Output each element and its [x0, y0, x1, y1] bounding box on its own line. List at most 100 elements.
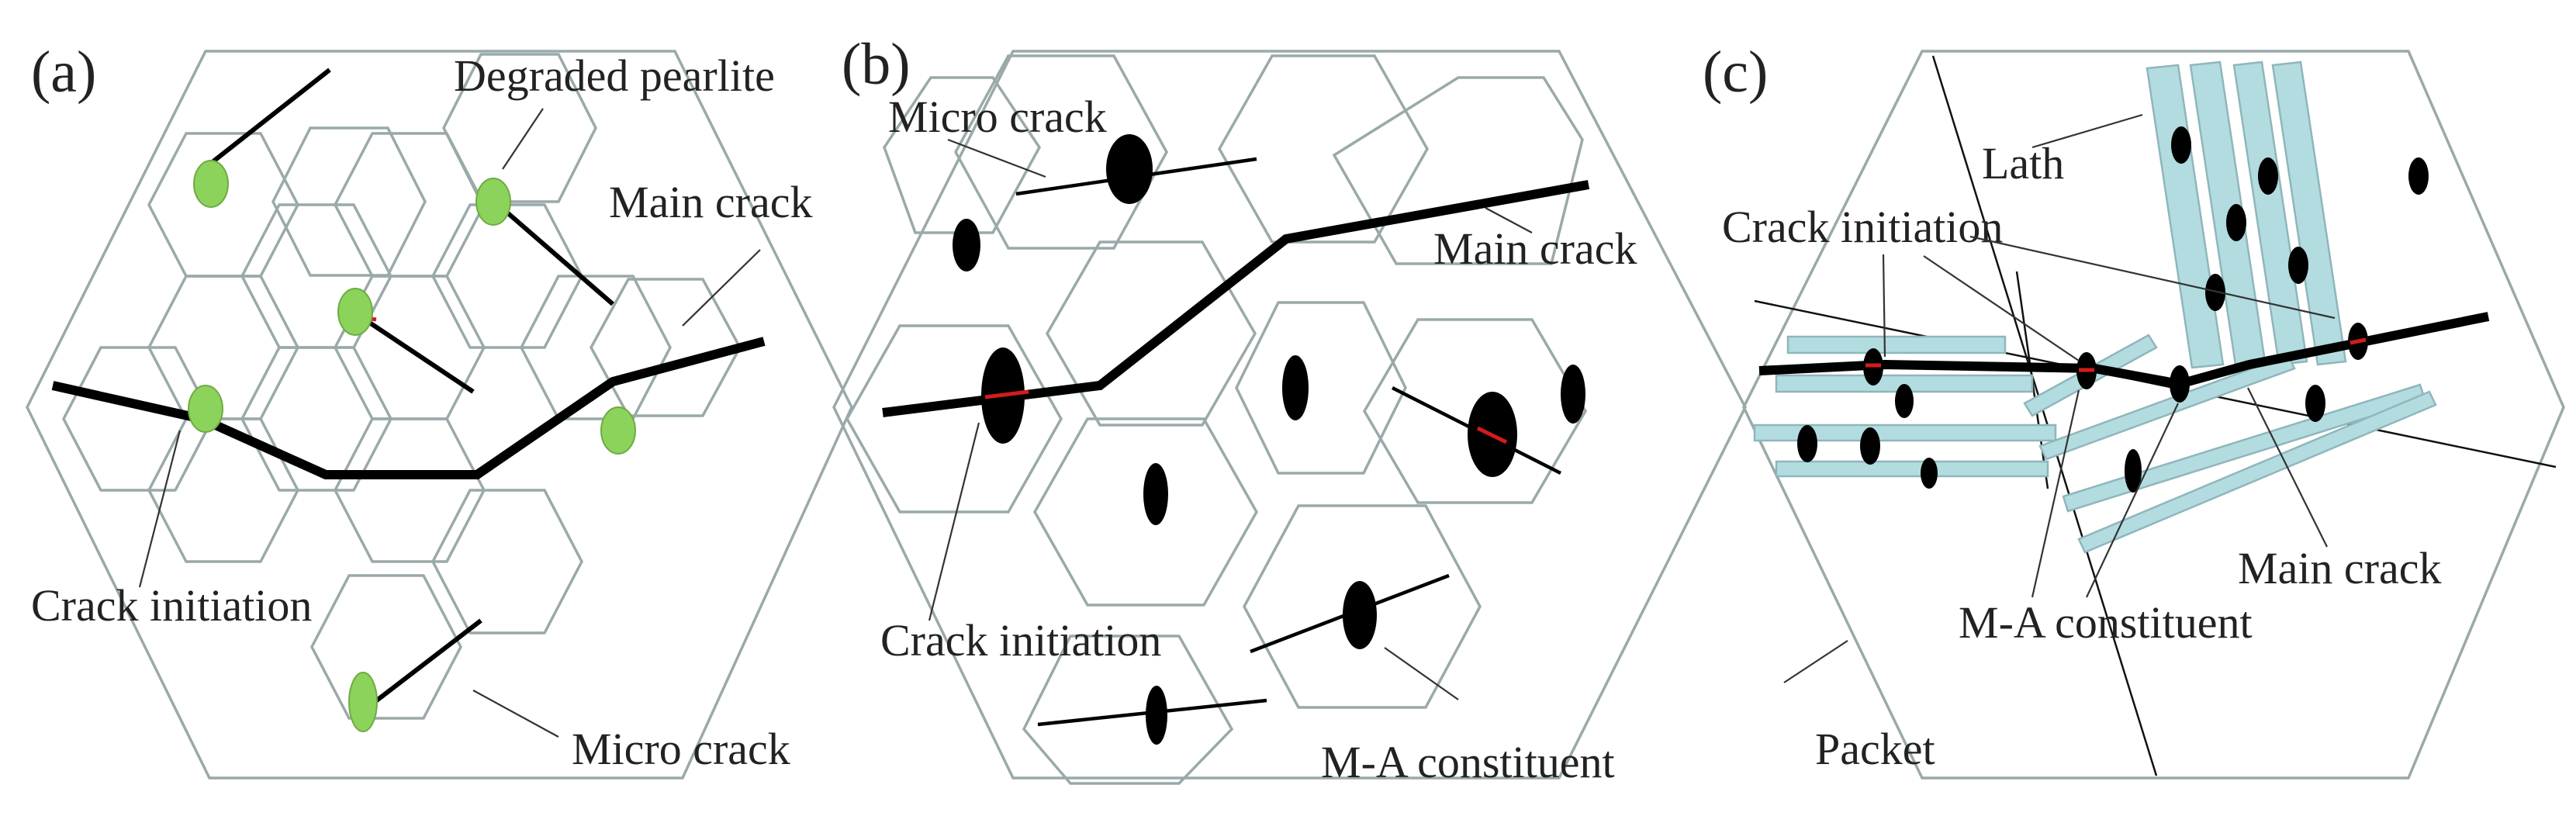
degraded-pearlite-particle [600, 406, 636, 455]
grain [883, 76, 1042, 234]
panel-a-micro-crack [363, 618, 482, 712]
grain [1217, 54, 1430, 244]
grain [1045, 240, 1257, 427]
panel-b-label: (b) [842, 32, 911, 97]
panel-c-packet-arrow [1783, 640, 1848, 683]
panel-a-micro-crack [495, 201, 614, 306]
grain [1032, 417, 1259, 607]
ma-constituent-particle [1895, 384, 1914, 418]
panel-a-main-crack [51, 337, 766, 479]
panel-a-micro-crack [355, 312, 475, 394]
lath [1786, 335, 2007, 354]
panel-c-ma-constituent-label: M-A constituent [1959, 597, 2253, 648]
panel-c-outer-grain [1742, 50, 2565, 780]
grain [1235, 301, 1407, 475]
grain [1022, 634, 1234, 785]
panel-a-crack-initiation-label: Crack initiation [31, 580, 312, 631]
lath [2077, 390, 2437, 554]
grain [954, 54, 1168, 250]
ma-constituent-particle [953, 219, 980, 271]
grain [334, 132, 486, 278]
grain [1243, 504, 1482, 709]
ma-constituent-particle [2170, 365, 2190, 403]
panel-a-crack-initiation-arrow [138, 430, 182, 588]
grain [240, 203, 392, 349]
panel-c-lath-label: Lath [1982, 138, 2064, 188]
panel-b: (b) [832, 32, 1747, 787]
ma-constituent-particle [1561, 365, 1585, 424]
degraded-pearlite-particle [337, 288, 373, 336]
panel-b-crack-tip [1476, 426, 1508, 444]
degraded-pearlite-particle [188, 385, 223, 433]
panel-b-micro-crack-label: Micro crack [888, 92, 1107, 142]
lath [2146, 64, 2225, 369]
panel-b-main-crack-label: Main crack [1433, 223, 1637, 274]
ma-constituent-particle [2226, 204, 2246, 241]
grain [62, 346, 214, 492]
panel-b-crack-initiation-label: Crack initiation [880, 615, 1161, 666]
grain [310, 574, 462, 720]
lath [2232, 61, 2308, 366]
panel-c-laths [1753, 61, 2437, 554]
panel-a-micro-crack-arrow [472, 690, 559, 738]
grain [334, 417, 486, 563]
panel-b-ma-constituent-label: M-A constituent [1321, 737, 1615, 787]
panel-c-ma-constituent-arrow [2031, 389, 2080, 598]
panel-c-crack-initiation-label: Crack initiation [1722, 202, 2003, 252]
ma-constituent-particle [1797, 425, 1817, 462]
panel-c-main-crack-arrow [2247, 387, 2328, 548]
grain [1332, 76, 1584, 265]
ma-constituent-particle [2125, 449, 2142, 493]
packet-boundary [1931, 55, 2158, 776]
ma-constituent-particle [2205, 274, 2225, 311]
degraded-pearlite-particle [193, 160, 229, 208]
panel-b-ma-constituent-arrow [1384, 647, 1459, 700]
panel-a-main-crack-label: Main crack [609, 177, 812, 227]
ma-constituent-particle [2258, 157, 2278, 195]
ma-constituent-particle [1921, 458, 1938, 489]
grain [431, 203, 583, 349]
panel-a-main-crack-arrow [682, 249, 761, 327]
panel-c-lath-arrow [2031, 113, 2143, 149]
ma-constituent-particle [2408, 157, 2429, 195]
panel-b-crack-initiation-arrow [928, 422, 980, 621]
panel-b-grains [845, 54, 1588, 785]
degraded-pearlite-particle [475, 178, 511, 226]
panel-c-ma-constituents [1797, 126, 2429, 493]
panel-a-label: (a) [31, 40, 96, 105]
lath [1775, 374, 2034, 393]
lath [2038, 354, 2296, 461]
ma-constituent-particle [2171, 126, 2191, 164]
ma-constituent-particle [1282, 355, 1309, 420]
ma-constituent-particle [1860, 427, 1880, 465]
ma-constituent-particle [1343, 581, 1377, 649]
panel-c: (c) [1703, 40, 2565, 780]
ma-constituent-particle [1106, 134, 1153, 204]
grain [442, 53, 597, 203]
grain [431, 489, 583, 634]
panel-a: (a) [26, 40, 853, 780]
panel-a-micro-crack [212, 67, 331, 164]
grain [845, 324, 1063, 513]
ma-constituent-particle [1143, 463, 1168, 525]
lath [2062, 383, 2426, 513]
ma-constituent-particle [2305, 385, 2325, 422]
grain [271, 126, 427, 277]
panel-a-micro-crack-label: Micro crack [572, 724, 790, 774]
panel-c-crack-tip [2350, 337, 2367, 345]
panel-c-ma-constituent-arrow [2086, 403, 2179, 598]
panel-c-packet-label: Packet [1815, 724, 1935, 774]
panel-b-outer-grain [832, 50, 1747, 780]
panel-a-degraded-pearlite-label: Degraded pearlite [454, 50, 775, 101]
grain [1362, 318, 1588, 504]
grain [590, 278, 742, 417]
panel-a-outer-grain [26, 50, 853, 780]
panel-b-micro-crack-arrow [947, 138, 1046, 178]
ma-constituent-particle [2288, 247, 2308, 284]
panel-c-crack-initiation-arrow [1882, 254, 1886, 358]
panel-c-crack-initiation-arrow [1923, 255, 2080, 361]
panel-c-main-crack-label: Main crack [2238, 543, 2441, 593]
ma-constituent-particle [1146, 686, 1167, 745]
degraded-pearlite-particle [348, 672, 378, 732]
lath [1775, 460, 2049, 478]
